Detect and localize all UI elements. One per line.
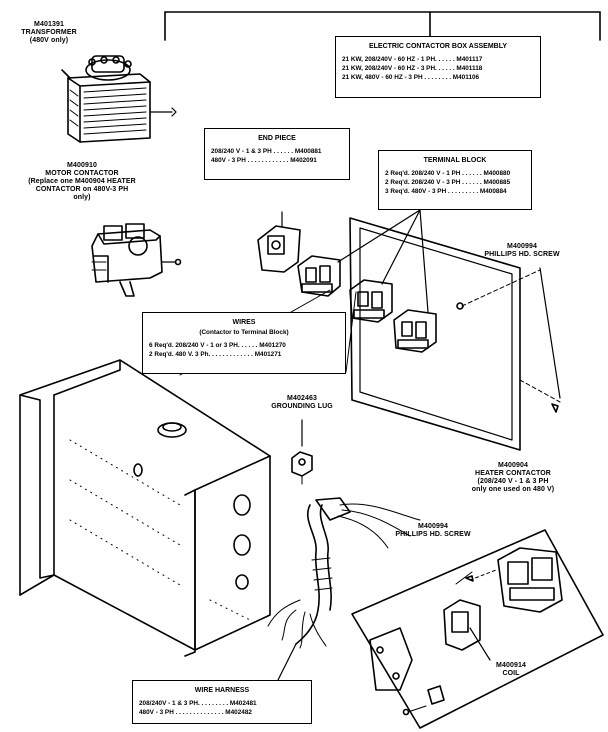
- assembly-title: ELECTRIC CONTACTOR BOX ASSEMBLY: [368, 43, 508, 50]
- motor-contactor-note: (Replace one M400904 HEATER: [28, 178, 136, 185]
- screw-top-label: M400994 PHILLIPS HD. SCREW: [462, 243, 582, 259]
- motor-contactor-drawing: [91, 223, 182, 297]
- transformer-note: (480V only): [29, 37, 69, 44]
- assembly-row: 21 KW, 208/240V - 60 HZ - 1 PH. . . . . …: [342, 56, 483, 63]
- transformer-label: M401391 TRANSFORMER (480V only): [12, 21, 86, 45]
- end-piece-row: 208/240 V - 1 & 3 PH . . . . . . M400881: [211, 148, 322, 155]
- wire-harness-row: 480V - 3 PH . . . . . . . . . . . . . . …: [139, 709, 252, 716]
- assembly-table: ELECTRIC CONTACTOR BOX ASSEMBLY 21 KW, 2…: [335, 36, 541, 98]
- wire-harness-table: WIRE HARNESS 208/240V - 1 & 3 PH. . . . …: [132, 680, 312, 724]
- heater-contactor-name: HEATER CONTACTOR: [475, 470, 551, 477]
- transformer-part-number: M401391: [34, 21, 64, 28]
- motor-contactor-name: MOTOR CONTACTOR: [45, 170, 119, 177]
- wires-row: 6 Req'd. 208/240 V - 1 or 3 PH. . . . . …: [149, 342, 286, 349]
- wires-title: WIRES: [232, 319, 256, 326]
- screw-mid-label: M400994 PHILLIPS HD. SCREW: [378, 523, 488, 539]
- end-piece-row: 480V - 3 PH . . . . . . . . . . . . M402…: [211, 157, 317, 164]
- wire-harness-title: WIRE HARNESS: [194, 687, 250, 694]
- transformer-drawing: [61, 55, 177, 143]
- grounding-lug-part-number: M402463: [287, 395, 317, 402]
- assembly-bracket-lines: [164, 11, 601, 41]
- heater-contactor-part-number: M400904: [498, 462, 528, 469]
- grounding-lug-drawing: [291, 419, 313, 485]
- heater-contactor-note: only one used on 480 V): [471, 486, 555, 493]
- grounding-lug-label: M402463 GROUNDING LUG: [252, 395, 352, 411]
- enclosure-box-drawing: [19, 359, 271, 657]
- terminal-block-table: TERMINAL BLOCK 2 Req'd. 208/240 V - 1 PH…: [378, 150, 532, 210]
- terminal-block-2-drawing: [349, 279, 393, 323]
- terminal-block-title: TERMINAL BLOCK: [423, 157, 487, 164]
- screw-mid-name: PHILLIPS HD. SCREW: [395, 531, 471, 538]
- assembly-row: 21 KW, 208/240V - 60 HZ - 3 PH. . . . . …: [342, 65, 483, 72]
- coil-part-number: M400914: [496, 662, 526, 669]
- terminal-block-3-drawing: [393, 309, 437, 353]
- wires-table: WIRES (Contactor to Terminal Block) 6 Re…: [142, 312, 346, 374]
- wires-subtitle: (Contactor to Terminal Block): [199, 329, 289, 336]
- terminal-block-row: 2 Req'd. 208/240 V - 3 PH . . . . . . M4…: [385, 179, 511, 186]
- coil-label: M400914 COIL: [476, 662, 546, 678]
- end-piece-title: END PIECE: [258, 135, 296, 142]
- transformer-name: TRANSFORMER: [21, 29, 77, 36]
- terminal-block-callout-lines: [337, 209, 429, 313]
- assembly-row: 21 KW, 480V - 60 HZ - 3 PH . . . . . . .…: [342, 74, 480, 81]
- mounting-plate-drawing: [349, 217, 561, 451]
- wire-harness-row: 208/240V - 1 & 3 PH. . . . . . . . . M40…: [139, 700, 257, 707]
- screw-top-part-number: M400994: [507, 243, 537, 250]
- screw-mid-part-number: M400994: [418, 523, 448, 530]
- grounding-lug-name: GROUNDING LUG: [271, 403, 333, 410]
- heater-contactor-note: (208/240 V - 1 & 3 PH: [477, 478, 549, 485]
- terminal-block-row: 2 Req'd. 208/240 V - 1 PH . . . . . . M4…: [385, 170, 511, 177]
- end-piece-drawing: [257, 211, 301, 273]
- wire-harness-drawing: [267, 497, 421, 681]
- motor-contactor-part-number: M400910: [67, 162, 97, 169]
- motor-contactor-note: only): [73, 194, 91, 201]
- screw-top-name: PHILLIPS HD. SCREW: [484, 251, 560, 258]
- motor-contactor-label: M400910 MOTOR CONTACTOR (Replace one M40…: [2, 162, 162, 202]
- terminal-block-1-drawing: [297, 255, 341, 297]
- heater-contactor-panel-drawing: [351, 529, 604, 729]
- terminal-block-row: 3 Req'd. 480V - 3 PH . . . . . . . . . M…: [385, 188, 507, 195]
- motor-contactor-note: CONTACTOR on 480V-3 PH: [35, 186, 129, 193]
- heater-contactor-label: M400904 HEATER CONTACTOR (208/240 V - 1 …: [448, 462, 578, 494]
- end-piece-table: END PIECE 208/240 V - 1 & 3 PH . . . . .…: [204, 128, 350, 180]
- wires-row: 2 Req'd. 480 V. 3 Ph. . . . . . . . . . …: [149, 351, 282, 358]
- coil-name: COIL: [502, 670, 520, 677]
